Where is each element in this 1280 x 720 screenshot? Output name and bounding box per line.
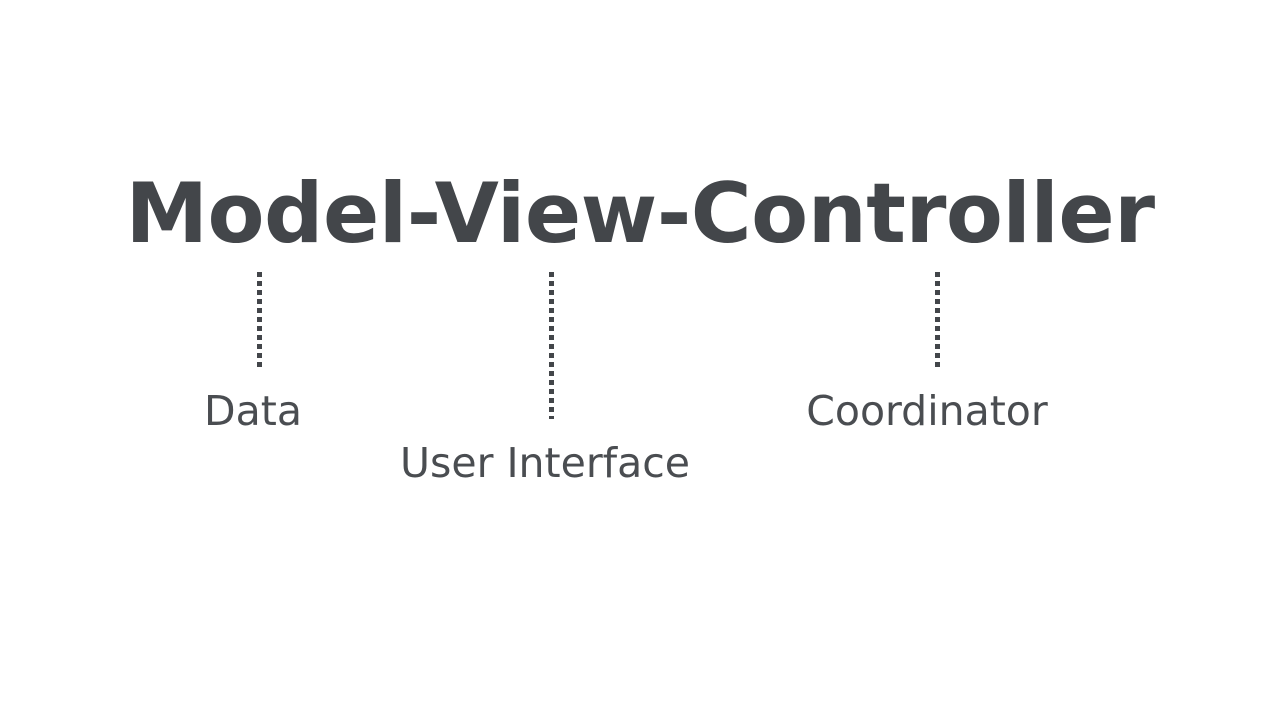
dotted-connector-view xyxy=(549,272,554,419)
page-title: Model-View-Controller xyxy=(125,165,1155,262)
label-model-meaning: Data xyxy=(204,387,302,435)
label-view-meaning: User Interface xyxy=(399,439,691,487)
dotted-connector-controller xyxy=(935,272,940,367)
dotted-connector-model xyxy=(257,272,262,367)
label-controller-meaning: Coordinator xyxy=(806,387,1048,435)
